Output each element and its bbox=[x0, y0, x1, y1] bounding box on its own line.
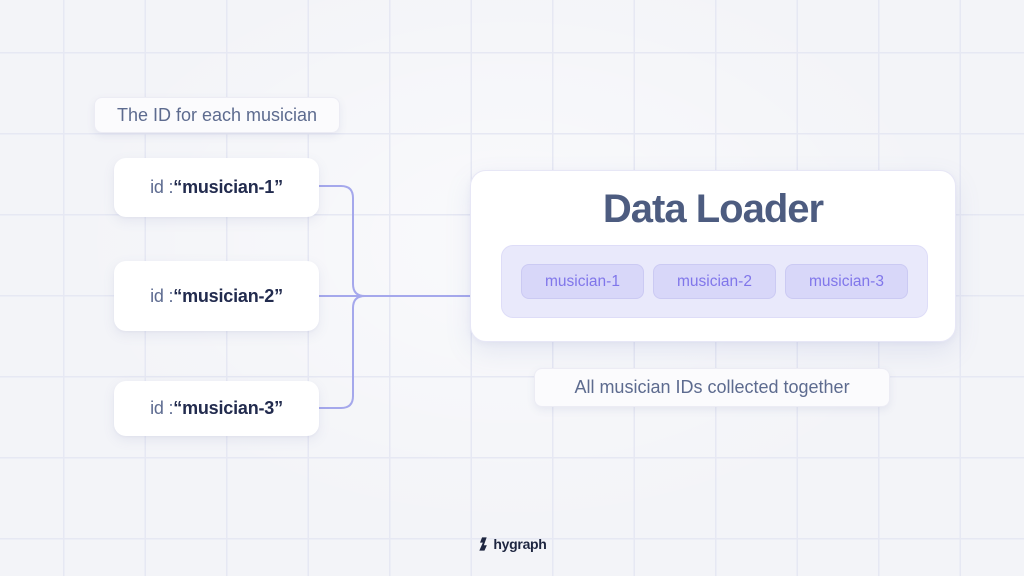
id-card-musician-1: id : “musician-1” bbox=[114, 158, 319, 217]
note-ids-collected-together: All musician IDs collected together bbox=[534, 368, 890, 407]
id-card-musician-3: id : “musician-3” bbox=[114, 381, 319, 436]
id-value: “musician-1” bbox=[173, 177, 283, 197]
connector-musician-1 bbox=[318, 185, 366, 297]
note-bottom-text: All musician IDs collected together bbox=[574, 377, 850, 397]
id-label: id : bbox=[150, 177, 174, 197]
data-loader-title: Data Loader bbox=[602, 187, 824, 231]
connector-musician-3 bbox=[318, 295, 366, 409]
data-loader-card: Data Loader musician-1 musician-2 musici… bbox=[470, 170, 956, 342]
chip-musician-3: musician-3 bbox=[785, 264, 908, 299]
note-id-for-each-musician: The ID for each musician bbox=[94, 97, 340, 133]
id-label: id : bbox=[150, 398, 174, 418]
hygraph-icon bbox=[479, 537, 487, 551]
note-top-text: The ID for each musician bbox=[116, 104, 318, 125]
id-value: “musician-3” bbox=[173, 398, 283, 418]
hygraph-wordmark: hygraph bbox=[493, 536, 547, 552]
id-label: id : bbox=[150, 285, 174, 306]
chip-musician-2: musician-2 bbox=[653, 264, 776, 299]
id-card-musician-2: id : “musician-2” bbox=[114, 261, 319, 331]
collected-ids-container: musician-1 musician-2 musician-3 bbox=[501, 245, 928, 318]
chip-musician-1: musician-1 bbox=[521, 264, 644, 299]
id-value: “musician-2” bbox=[173, 285, 283, 306]
hygraph-logo: hygraph bbox=[477, 536, 547, 552]
